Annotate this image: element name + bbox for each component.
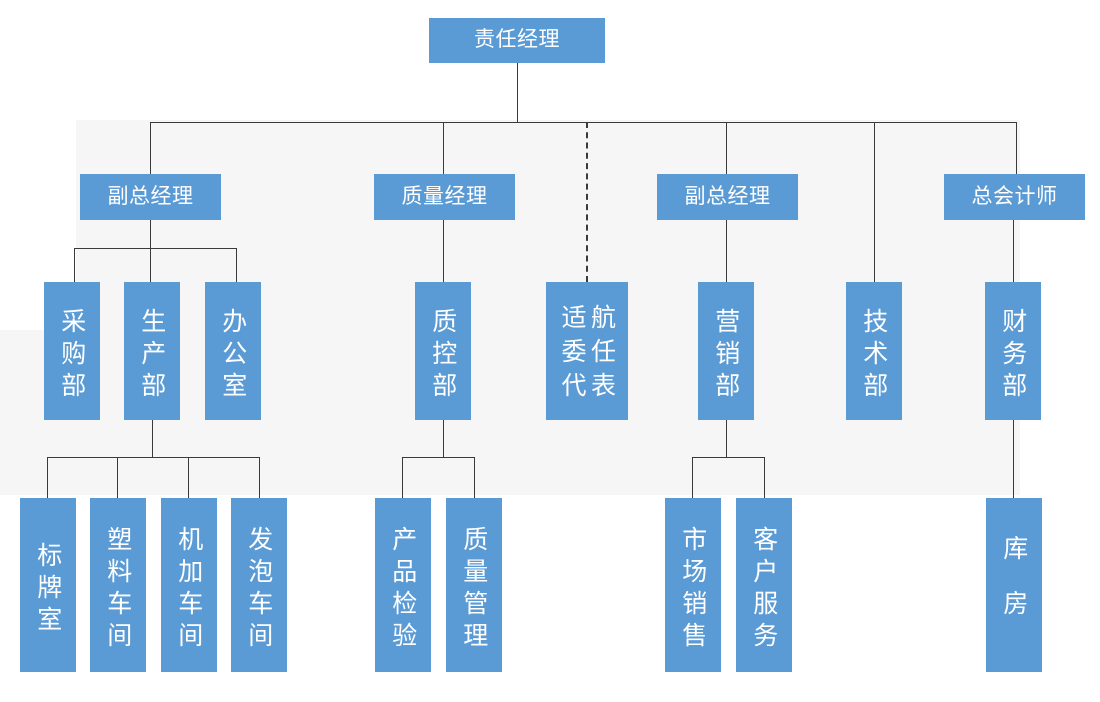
- node-finance-department[interactable]: 财务部: [985, 282, 1041, 420]
- connector-drop-foaming-workshop: [259, 457, 260, 498]
- connector-bus-workshops: [47, 457, 259, 458]
- connector-bus-quality-subunits: [402, 457, 474, 458]
- node-product-inspection[interactable]: 产品检验: [375, 498, 431, 672]
- node-quality-manager[interactable]: 质量经理: [374, 174, 515, 220]
- connector-drop-plastic-workshop: [117, 457, 118, 498]
- node-foaming-workshop[interactable]: 发泡车间: [231, 498, 287, 672]
- node-purchasing-department[interactable]: 采购部: [44, 282, 100, 420]
- connector-drop-office: [236, 248, 237, 282]
- node-airworthiness-representative[interactable]: 航任表 适委代: [546, 282, 628, 420]
- connector-level2-bus: [150, 122, 1016, 123]
- connector-drop-machining-workshop: [188, 457, 189, 498]
- connector-root-stem: [517, 63, 518, 122]
- connector-stem-quality-control: [443, 420, 444, 457]
- connector-stem-production: [152, 420, 153, 457]
- node-airworthiness-col-left: 适委代: [558, 304, 587, 406]
- node-warehouse[interactable]: 库房: [986, 498, 1042, 672]
- connector-drop-airworthiness-rep: [586, 122, 588, 282]
- connector-drop-quality-management: [474, 457, 475, 498]
- node-customer-service[interactable]: 客户服务: [736, 498, 792, 672]
- node-sign-plate-room[interactable]: 标牌室: [20, 498, 76, 672]
- connector-drop-tech-dept: [874, 122, 875, 282]
- node-technical-department[interactable]: 技术部: [846, 282, 902, 420]
- node-quality-management[interactable]: 质量管理: [446, 498, 502, 672]
- node-marketing-department[interactable]: 营销部: [698, 282, 754, 420]
- connector-drop-quality-manager: [443, 122, 444, 174]
- connector-drop-customer-service: [764, 457, 765, 498]
- node-vice-general-manager-2[interactable]: 副总经理: [657, 174, 798, 220]
- connector-stem-warehouse: [1013, 420, 1014, 498]
- node-machining-workshop[interactable]: 机加车间: [161, 498, 217, 672]
- connector-drop-vice-gm-1: [150, 122, 151, 174]
- node-quality-control-department[interactable]: 质控部: [415, 282, 471, 420]
- connector-drop-vice-gm-2: [726, 122, 727, 174]
- background-panel-lower: [0, 420, 30, 495]
- node-responsible-manager[interactable]: 责任经理: [429, 18, 605, 63]
- connector-drop-purchasing: [74, 248, 75, 282]
- node-airworthiness-col-right: 航任表: [587, 304, 617, 406]
- connector-drop-sign-room: [47, 457, 48, 498]
- connector-stem-chief-accountant: [1013, 220, 1014, 282]
- node-vice-general-manager-1[interactable]: 副总经理: [80, 174, 221, 220]
- connector-drop-market-sales: [692, 457, 693, 498]
- node-chief-accountant[interactable]: 总会计师: [944, 174, 1085, 220]
- node-plastic-workshop[interactable]: 塑料车间: [90, 498, 146, 672]
- connector-stem-vice-gm-1: [150, 220, 151, 248]
- connector-drop-production: [150, 248, 151, 282]
- connector-stem-quality-manager: [443, 220, 444, 282]
- connector-stem-marketing: [726, 420, 727, 457]
- connector-drop-chief-accountant: [1016, 122, 1017, 174]
- connector-stem-vice-gm-2: [726, 220, 727, 282]
- node-production-department[interactable]: 生产部: [124, 282, 180, 420]
- connector-bus-marketing-subunits: [692, 457, 764, 458]
- node-market-sales[interactable]: 市场销售: [665, 498, 721, 672]
- connector-drop-product-inspection: [402, 457, 403, 498]
- node-office[interactable]: 办公室: [205, 282, 261, 420]
- connector-bus-vice-gm-1: [74, 248, 236, 249]
